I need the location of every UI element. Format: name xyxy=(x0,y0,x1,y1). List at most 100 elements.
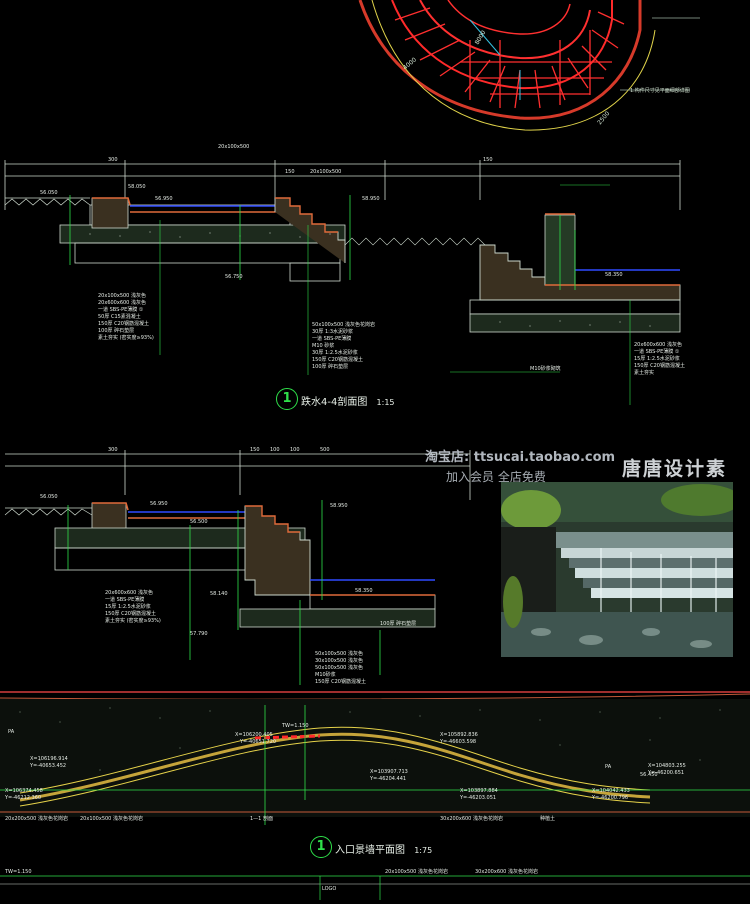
s1-note-left-3: 50厚 C15素混凝土 xyxy=(98,313,141,320)
plan-coord-10: X=103897.884 xyxy=(460,788,498,794)
bottom-note-1: 30x200x600 浅灰色花岗岩 xyxy=(475,868,538,875)
plan-coord-8: X=104803.255 xyxy=(648,763,686,769)
s1-note-mid-2: 一道 SBS-PE薄膜 xyxy=(312,335,351,342)
section-1-title-text: 跌水4-4剖面图 xyxy=(301,397,368,408)
s2-note-right-2: 50x100x500 浅灰色 xyxy=(315,664,363,671)
top-plan-note: 1.构件尺寸见平面细部详图 xyxy=(630,87,690,94)
watermark-studio: 唐唐设计素 xyxy=(622,458,728,480)
s2-elev-2: 56.500 xyxy=(190,519,208,525)
plan-coord-14: X=106374.458 xyxy=(5,788,43,794)
s2-note-right-3: M10砂浆 xyxy=(315,671,336,678)
s2-dim-0: 300 xyxy=(108,447,118,453)
s2-elev-6: 58.350 xyxy=(355,588,373,594)
s1-dim-4: 150 xyxy=(483,157,493,163)
plan-scale: 1:75 xyxy=(414,846,433,855)
plan-coord-11: Y=-46203.051 xyxy=(459,795,496,801)
s2-dim-2: 100 xyxy=(270,447,280,453)
s1-note-mid-3: M10 砂浆 xyxy=(312,342,334,349)
s1-note-left-6: 素土夯实 (密实度≥93%) xyxy=(98,334,154,341)
plan-elev-tw: TW=1.150 xyxy=(281,723,309,729)
s1-dim-0: 300 xyxy=(108,157,118,163)
s1-note-left-4: 150厚 C20钢筋混凝土 xyxy=(98,320,149,327)
s2-elev-5: 58.950 xyxy=(330,503,348,509)
section-2-drawing: 300 150 100 100 500 56.050 56.9 xyxy=(4,447,471,685)
s1-dim-2: 150 xyxy=(285,169,295,175)
s2-elev-3: 58.140 xyxy=(210,591,228,597)
s1-elev-0: 56.050 xyxy=(40,190,58,196)
s2-dim-1: 150 xyxy=(250,447,260,453)
watermark-shop: 淘宝店: ttsucai.taobao.com xyxy=(425,450,616,465)
s1-label-mid: M10砂浆砌筑 xyxy=(530,365,561,372)
s2-note-left-4: 素土夯实 (密实度≥93%) xyxy=(105,617,161,624)
bottom-note-0: 20x100x500 浅灰色花岗岩 xyxy=(385,868,448,875)
plan-title-text: 入口景墙平面图 xyxy=(335,845,405,856)
section-1-title: 跌水4-4剖面图 1:15 xyxy=(301,393,395,408)
s1-note-mid-0: 50x100x500 浅灰色花岗岩 xyxy=(312,321,375,328)
s1-note-left-1: 20x600x600 浅灰色 xyxy=(98,299,146,306)
plan-coord-2: X=106196.914 xyxy=(30,756,68,762)
s1-note-right-4: 素土夯实 xyxy=(634,369,654,376)
s1-elev-2: 58.050 xyxy=(128,184,146,190)
s2-note-left-2: 15厚 1:2.5水泥砂浆 xyxy=(105,603,151,610)
watermark-free: 加入会员 全店免费 xyxy=(446,470,546,484)
plan-note-2: 30x200x600 浅灰色花岗岩 xyxy=(440,815,503,822)
s2-note-right-4: 150厚 C20钢筋混凝土 xyxy=(315,678,366,685)
section-1-number: 1 xyxy=(276,388,298,410)
s2-elev-1: 56.950 xyxy=(150,501,168,507)
plan-coord-15: Y=-46212.360 xyxy=(4,795,41,801)
s1-note-right-2: 15厚 1:2.5水泥砂浆 xyxy=(634,355,680,362)
s1-elev-3: 58.950 xyxy=(362,196,380,202)
s2-elev-4: 57.790 xyxy=(190,631,208,637)
bottom-elev: TW=1.150 xyxy=(4,869,32,875)
plan-coord-4: X=105892.836 xyxy=(440,732,478,738)
plan-coord-0: X=106200.405 xyxy=(235,732,273,738)
plan-coord-5: Y=-46603.598 xyxy=(439,739,476,745)
plan-title: 入口景墙平面图 1:75 xyxy=(335,841,432,856)
plan-pa-right: PA xyxy=(605,764,612,770)
plan-coord-6: X=103907.713 xyxy=(370,769,408,775)
s2-elev-0: 56.050 xyxy=(40,494,58,500)
s1-note-left-2: 一道 SBS-PE薄膜 ① xyxy=(98,306,144,313)
plan-note-0: 20x200x500 浅灰色花岗岩 xyxy=(5,815,68,822)
entrance-wall-plan: X=106200.405 Y=-40651.720 X=106196.914 Y… xyxy=(0,691,750,825)
plan-pa-left: PA xyxy=(8,729,15,735)
plan-coord-1: Y=-40651.720 xyxy=(239,739,276,745)
plan-coord-7: Y=-46204.441 xyxy=(369,776,406,782)
s1-note-mid-1: 30厚 1:3水泥砂浆 xyxy=(312,328,353,335)
s1-note-mid-4: 30厚 1:2.5水泥砂浆 xyxy=(312,349,358,356)
plan-elev-1: 56.450 xyxy=(640,772,658,778)
bottom-logo: LOGO xyxy=(322,886,336,892)
plan-note-1: 20x100x500 浅灰色花岗岩 xyxy=(80,815,143,822)
s2-note-left-3: 150厚 C20钢筋混凝土 xyxy=(105,610,156,617)
s1-note-left-5: 100厚 碎石垫层 xyxy=(98,327,134,334)
s1-note-mid-6: 100厚 碎石垫层 xyxy=(312,363,348,370)
s1-note-right-0: 20x600x600 浅灰色 xyxy=(634,341,682,348)
s1-note-right-1: 一道 SBS-PE薄膜 ① xyxy=(634,348,680,355)
s1-dim-3: 20x100x500 xyxy=(310,169,341,175)
waterfall-photo xyxy=(501,482,733,657)
s1-elev-5: 58.350 xyxy=(605,272,623,278)
s2-note-right-5: 100厚 碎石垫层 xyxy=(380,620,416,627)
s1-note-left-0: 20x100x500 浅灰色 xyxy=(98,292,146,299)
s1-elev-1: 56.950 xyxy=(155,196,173,202)
plan-note-3: 种植土 xyxy=(540,815,555,822)
s2-dim-4: 500 xyxy=(320,447,330,453)
s2-note-left-1: 一道 SBS-PE薄膜 xyxy=(105,596,144,603)
plan-coord-12: X=104042.433 xyxy=(592,788,630,794)
plan-coord-9: Y=-46200.651 xyxy=(647,770,684,776)
plan-coord-3: Y=-40653.452 xyxy=(29,763,66,769)
s1-elev-4: 56.750 xyxy=(225,274,243,280)
plan-coord-13: Y=-46200.796 xyxy=(591,795,628,801)
s2-note-left-0: 20x600x600 浅灰色 xyxy=(105,589,153,596)
s1-dim-1: 20x100x500 xyxy=(218,144,249,150)
section-1-drawing: 300 20x100x500 150 20x100x500 150 xyxy=(4,144,685,405)
s1-note-mid-5: 150厚 C20钢筋混凝土 xyxy=(312,356,363,363)
plan-number: 1 xyxy=(310,836,332,858)
s2-dim-3: 100 xyxy=(290,447,300,453)
section-1-scale: 1:15 xyxy=(376,398,395,407)
curved-paving-plan: 8000 4000 2500 1.构件尺寸见平面细部详图 xyxy=(358,0,700,131)
bottom-strip: TW=1.150 20x100x500 浅灰色花岗岩 30x200x600 浅灰… xyxy=(0,868,750,900)
plan-section-label: 1—1 剖面 xyxy=(250,815,273,822)
